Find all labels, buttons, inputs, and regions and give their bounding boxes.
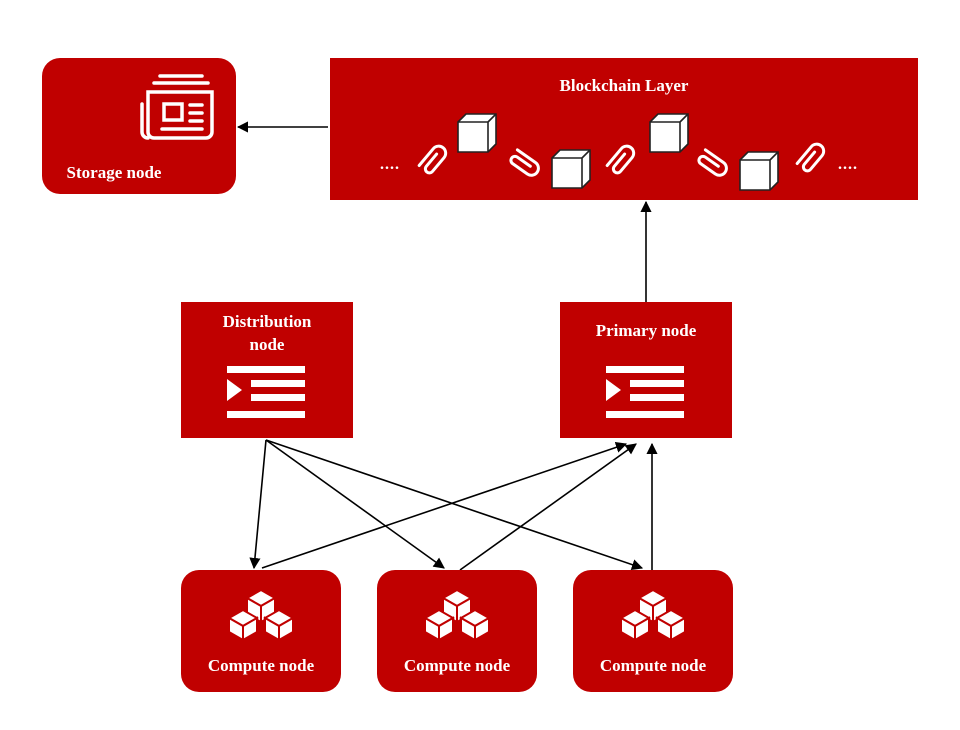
cubes-icon <box>226 588 296 642</box>
arrow-compute1-to-primary <box>261 441 628 569</box>
arrow-compute2-to-primary <box>459 443 637 571</box>
blockchain-ellipsis-right: .... <box>838 156 858 173</box>
paperclip-link-icon <box>417 141 451 177</box>
block-cube-icon <box>551 149 591 189</box>
block-cube-icon <box>739 151 779 191</box>
cubes-icon <box>422 588 492 642</box>
compute-node-1: Compute node <box>181 570 341 692</box>
paperclip-link-icon <box>507 148 543 180</box>
distribution-node-label-line2: node <box>249 335 285 354</box>
block-cube-icon <box>457 113 497 153</box>
blockchain-chain-graphic <box>417 113 829 191</box>
primary-node-label: Primary node <box>595 321 697 340</box>
arrow-distribution-to-compute2 <box>265 439 445 569</box>
primary-node: Primary node <box>560 302 732 438</box>
storage-node: Storage node <box>42 58 236 194</box>
compute-node-2: Compute node <box>377 570 537 692</box>
blockchain-layer-title: Blockchain Layer <box>559 76 689 95</box>
compute-node-label: Compute node <box>599 656 707 675</box>
paperclip-link-icon <box>605 141 639 177</box>
storage-node-label: Storage node <box>66 163 162 182</box>
compute-node-3: Compute node <box>573 570 733 692</box>
newspaper-icon <box>140 74 214 140</box>
arrow-distribution-to-compute1 <box>249 439 267 570</box>
distribution-node: Distribution node <box>181 302 353 438</box>
list-menu-icon <box>606 366 684 418</box>
compute-node-label: Compute node <box>403 656 511 675</box>
compute-node-label: Compute node <box>207 656 315 675</box>
blockchain-layer: Blockchain Layer .... .... <box>330 58 918 200</box>
list-menu-icon <box>227 366 305 418</box>
distribution-node-label-line1: Distribution <box>222 312 312 331</box>
cubes-icon <box>618 588 688 642</box>
paperclip-link-icon <box>795 139 829 175</box>
blockchain-ellipsis-left: .... <box>380 156 400 173</box>
paperclip-link-icon <box>695 148 731 180</box>
block-cube-icon <box>649 113 689 153</box>
arrow-distribution-to-compute3 <box>265 439 644 571</box>
